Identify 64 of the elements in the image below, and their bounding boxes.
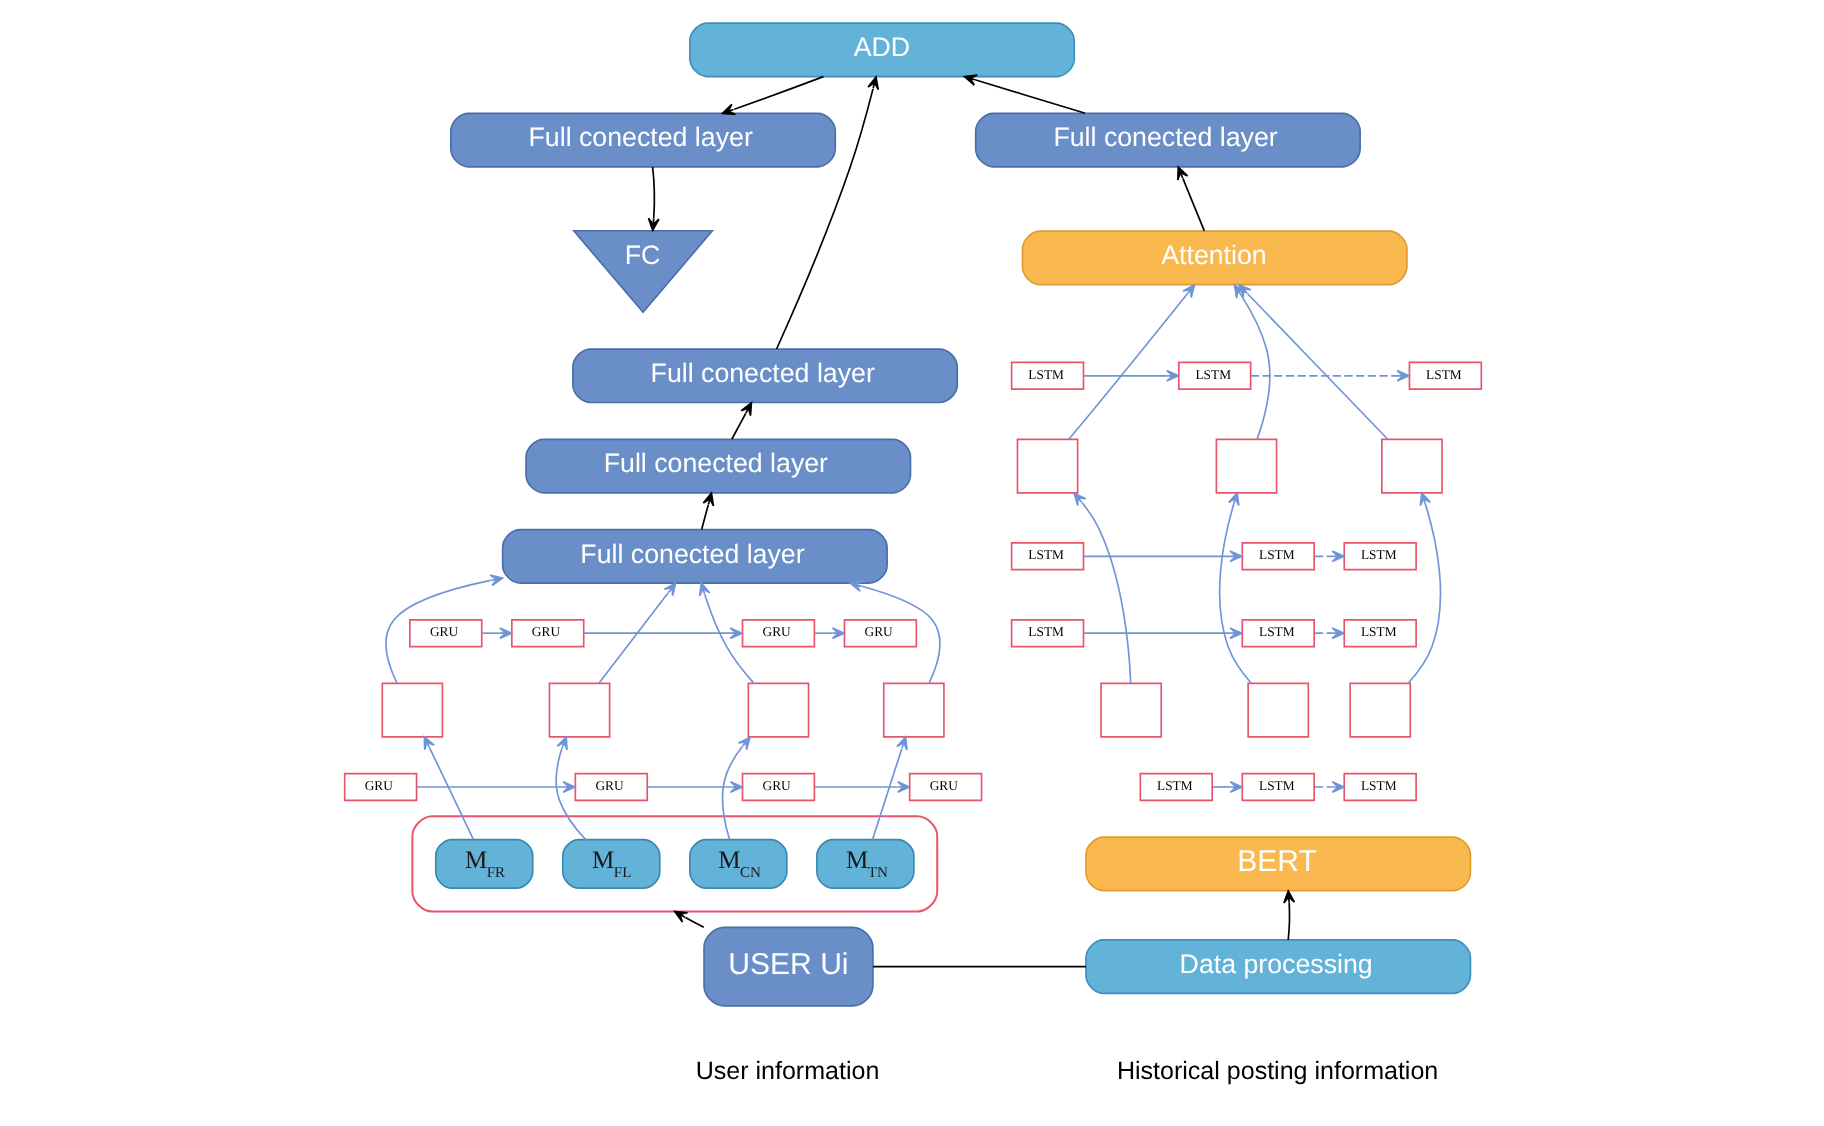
node-box: M$_{FR}$	[433, 838, 533, 889]
arrow	[697, 582, 754, 684]
arrow	[1282, 890, 1295, 941]
arrow	[720, 736, 750, 840]
node-box	[1214, 438, 1277, 494]
arrow	[1406, 492, 1441, 684]
arrow	[774, 76, 879, 350]
arrow	[646, 166, 659, 232]
cluster	[410, 815, 938, 913]
arrow	[1081, 627, 1242, 640]
arrow	[554, 736, 586, 841]
node-box: Full conected layer	[449, 112, 836, 168]
label: Historical posting information	[1115, 1056, 1438, 1085]
arrow	[480, 627, 512, 640]
node-box	[1246, 682, 1309, 738]
arrow	[1211, 780, 1242, 794]
arrow	[384, 574, 503, 685]
arrow	[1248, 369, 1409, 382]
arrow	[646, 780, 743, 794]
node-box	[1015, 438, 1078, 494]
arrow	[1072, 492, 1131, 684]
arrow	[1176, 166, 1205, 232]
node-box: Data processing	[1084, 939, 1471, 995]
arrow	[422, 736, 474, 841]
node-box	[1380, 438, 1442, 494]
arrow	[672, 910, 704, 929]
node-box: M$_{CN}$	[688, 838, 787, 889]
node-box: Full conected layer	[973, 112, 1360, 168]
arrow	[1237, 284, 1388, 441]
arrow	[1313, 550, 1344, 563]
label: User information	[694, 1056, 879, 1085]
arrow	[870, 736, 907, 841]
arrow	[962, 74, 1086, 115]
node-box	[881, 682, 944, 738]
arrow	[1217, 492, 1252, 685]
arrow	[720, 75, 824, 116]
arrow	[1082, 369, 1179, 382]
arrow	[597, 582, 676, 684]
arrow	[1313, 780, 1344, 794]
node-box: Full conected layer	[500, 528, 887, 584]
arrow	[1081, 550, 1242, 563]
node-box: Attention	[1020, 230, 1407, 286]
node-box	[1099, 682, 1162, 738]
node-box: Full conected layer	[524, 438, 911, 494]
arrow	[699, 492, 714, 531]
arrow	[729, 402, 752, 441]
node-box: USER Ui	[702, 926, 873, 1007]
arrow	[414, 780, 575, 794]
node-box	[547, 682, 610, 738]
node-box	[1348, 682, 1411, 738]
node-box: Full conected layer	[571, 348, 958, 404]
arrow	[813, 780, 910, 794]
arrow	[1067, 284, 1195, 441]
connector	[871, 965, 1086, 968]
arrow	[1313, 627, 1344, 640]
node-box	[746, 682, 809, 738]
arrow	[581, 627, 742, 640]
arrow	[848, 580, 940, 684]
node-box: ADD	[688, 22, 1075, 78]
node-box: BERT	[1084, 836, 1471, 892]
node-box: M$_{TN}$	[815, 838, 914, 889]
node-box: M$_{FL}$	[561, 838, 660, 889]
arrow	[813, 627, 844, 640]
node-box	[380, 682, 443, 738]
